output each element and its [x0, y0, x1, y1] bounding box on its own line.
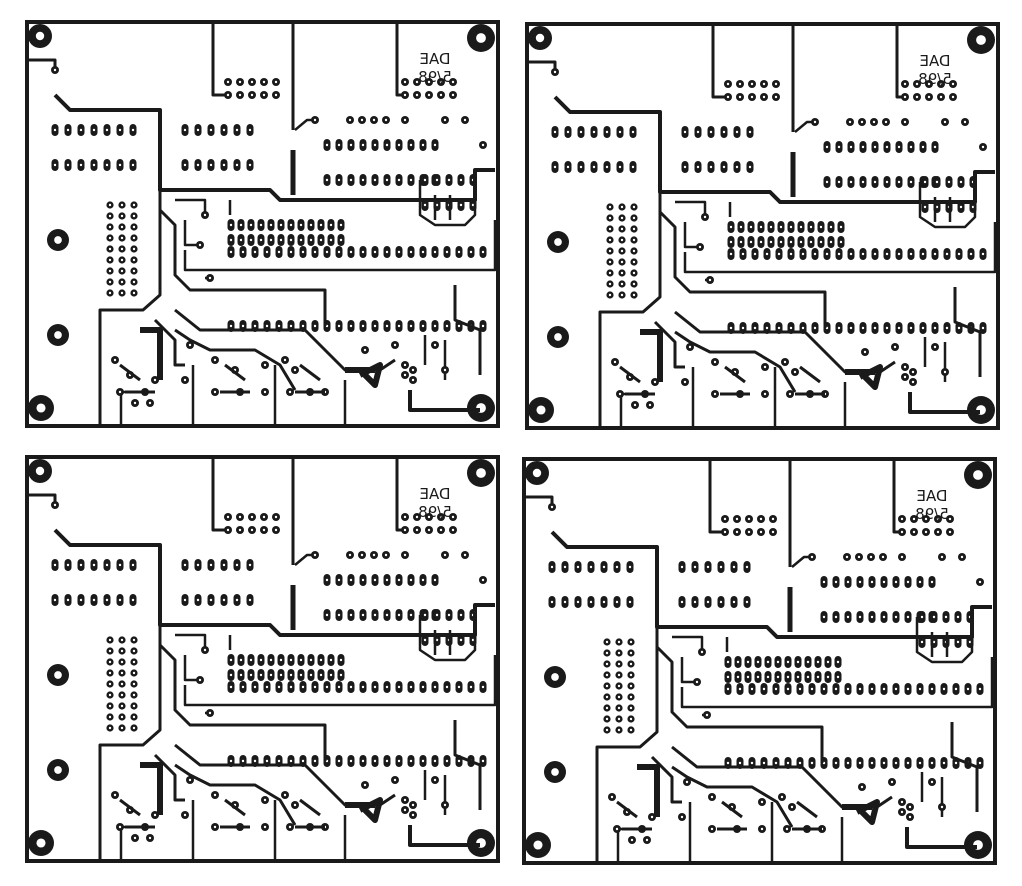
- board-title-label: DAE: [419, 485, 450, 503]
- board-title-label: DAE: [919, 52, 950, 70]
- board-date-label: 5/98: [915, 505, 949, 523]
- board-date-label: 5/98: [918, 70, 952, 88]
- board-date-label: 5/98: [418, 503, 452, 521]
- pcb-boards: [27, 22, 998, 863]
- board-title-label: DAE: [419, 50, 450, 68]
- board-title-label: DAE: [916, 487, 947, 505]
- board-date-label: 5/98: [418, 68, 452, 86]
